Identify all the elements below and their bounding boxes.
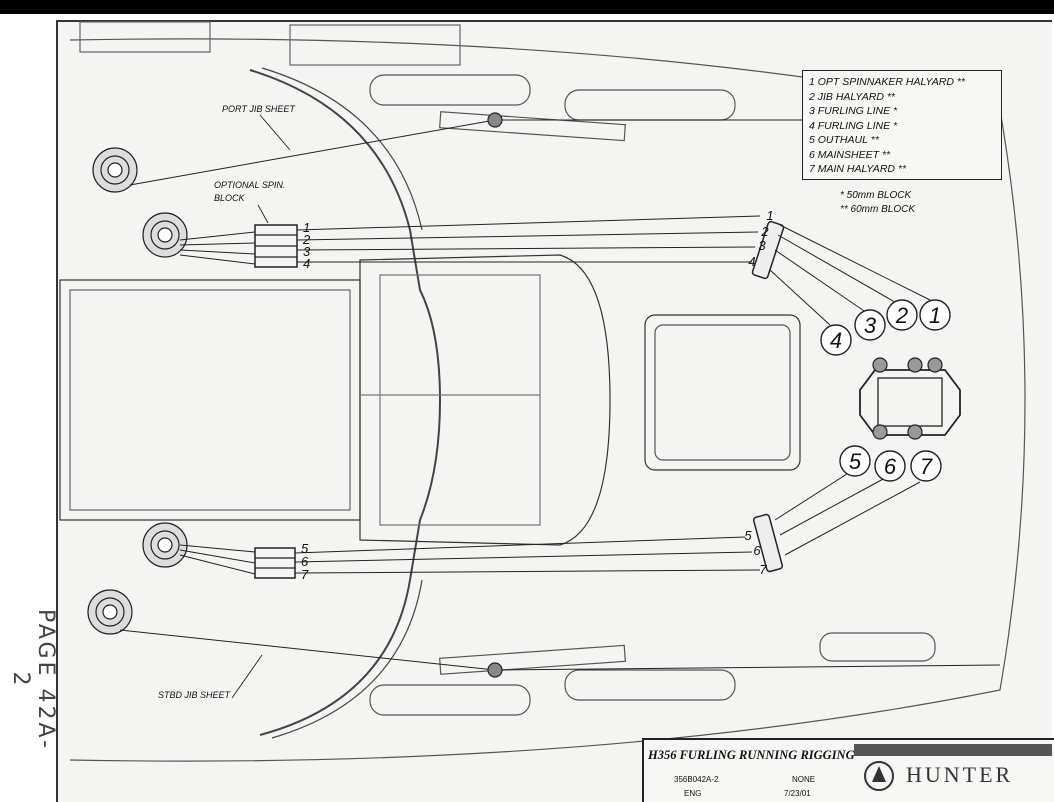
page-label: PAGE 42A-2 — [8, 609, 58, 751]
winch-port-aft — [92, 147, 138, 193]
legend-item: 4 FURLING LINE * — [809, 119, 898, 132]
line-number-label: 2 — [302, 232, 311, 247]
brand-name: HUNTER — [906, 762, 1014, 787]
turning-block-lower — [752, 513, 784, 573]
circled-number: 2 — [895, 303, 908, 328]
line-number-label: 5 — [301, 541, 309, 556]
callout-optional-spin: OPTIONAL SPIN. — [214, 180, 286, 190]
line-number-label: 3 — [303, 244, 311, 259]
hatch — [644, 314, 801, 471]
turning-block-upper — [751, 220, 785, 280]
winch-stbd-aft — [87, 589, 133, 635]
title-block: H356 FURLING RUNNING RIGGING 356B042A-2 … — [642, 738, 1054, 802]
line-number-label: 1 — [303, 220, 310, 235]
drawing-title: H356 FURLING RUNNING RIGGING — [648, 748, 855, 762]
circled-number: 4 — [830, 328, 842, 353]
winch-port-fwd — [142, 212, 188, 258]
block-note-60mm: ** 60mm BLOCK — [840, 204, 916, 215]
callout-port-jib-sheet: PORT JIB SHEET — [222, 104, 295, 114]
circled-number: 5 — [849, 449, 862, 474]
mast-step — [859, 357, 961, 440]
circled-number: 3 — [864, 313, 877, 338]
legend-item: 7 MAIN HALYARD ** — [809, 163, 907, 175]
jib-lead-port — [487, 112, 503, 128]
block-note-50mm: * 50mm BLOCK — [840, 190, 912, 201]
drawing-scale: NONE — [792, 775, 816, 784]
hunter-logo-icon — [864, 761, 894, 791]
circled-number: 1 — [929, 303, 941, 328]
circled-numbers-upper — [820, 299, 951, 356]
winch-stbd-fwd — [142, 522, 188, 568]
callout-optional-spin-block: BLOCK — [214, 193, 245, 203]
port-rail-curve — [249, 69, 441, 401]
line-number-label: 6 — [301, 554, 309, 569]
callout-stbd-jib-sheet: STBD JIB SHEET — [158, 690, 231, 700]
legend-item: 1 OPT SPINNAKER HALYARD ** — [809, 76, 966, 88]
line-number-label: 3 — [758, 238, 766, 253]
line-number-label: 4 — [303, 256, 310, 271]
line-number-label: 1 — [766, 208, 773, 223]
clutch-bank-lower — [254, 547, 296, 579]
legend-item: 2 JIB HALYARD ** — [809, 90, 895, 103]
line-number-label: 7 — [301, 567, 309, 582]
line-number-label: 7 — [759, 562, 767, 577]
line-number-label: 4 — [748, 254, 755, 269]
drawing-date: 7/23/01 — [784, 789, 811, 798]
legend-box: 1 OPT SPINNAKER HALYARD ** 2 JIB HALYARD… — [802, 70, 1002, 180]
drawn-by: ENG — [684, 789, 702, 798]
deck-outline — [69, 38, 1026, 762]
cabin-house — [59, 279, 361, 521]
top-black-bar — [0, 0, 1054, 14]
legend-item: 5 OUTHAUL ** — [809, 134, 879, 146]
line-number-label: 2 — [760, 224, 769, 239]
stbd-rail-curve — [259, 399, 441, 736]
line-number-label: 5 — [744, 528, 752, 543]
proprietary-notice-bar — [854, 744, 1052, 756]
legend-item: 6 MAINSHEET ** — [809, 148, 891, 161]
jib-lead-stbd — [487, 662, 503, 678]
circled-number: 7 — [920, 454, 933, 479]
drawing-number: 356B042A-2 — [674, 775, 719, 784]
circled-number: 6 — [884, 454, 897, 479]
cabin-top — [359, 254, 611, 546]
line-number-label: 6 — [753, 543, 761, 558]
legend-item: 3 FURLING LINE * — [809, 105, 898, 117]
circled-numbers-lower — [839, 445, 942, 482]
